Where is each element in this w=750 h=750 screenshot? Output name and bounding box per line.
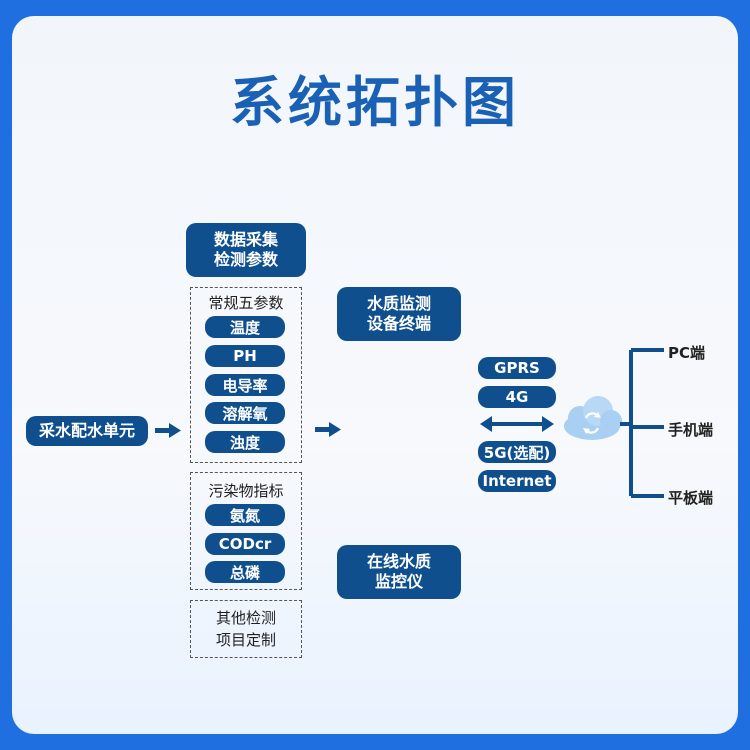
- param-item: 溶解氧: [205, 402, 285, 424]
- network-gprs: GPRS: [478, 357, 556, 379]
- param-item: 温度: [205, 316, 285, 338]
- diagram-panel: [12, 16, 738, 734]
- collection-box: 数据采集 检测参数: [186, 223, 306, 277]
- param-item: 浊度: [205, 431, 285, 453]
- network-4g: 4G: [478, 386, 556, 408]
- terminal-line2: 设备终端: [366, 314, 431, 333]
- arrow-right-icon: [315, 422, 341, 437]
- param-item: 电导率: [205, 374, 285, 396]
- input-unit-label: 采水配水单元: [38, 421, 135, 440]
- other-line1: 其他检测: [215, 609, 276, 627]
- pollutant-item: CODcr: [205, 533, 285, 555]
- conventional-group: [190, 287, 302, 463]
- collection-line1: 数据采集: [213, 230, 278, 249]
- other-line2: 项目定制: [215, 631, 276, 649]
- param-item: PH: [205, 345, 285, 367]
- network-5g: 5G(选配): [478, 441, 556, 463]
- monitor-box: 在线水质 监控仪: [337, 545, 461, 599]
- terminal-line1: 水质监测: [366, 294, 431, 313]
- double-arrow-icon: [480, 416, 554, 432]
- pollutants-group: [190, 472, 302, 590]
- other-group: [190, 600, 302, 658]
- endpoint-phone: 手机端: [668, 421, 714, 439]
- cloud-icon: [564, 396, 622, 440]
- conventional-title: 常规五参数: [208, 294, 284, 312]
- endpoint-bracket: [620, 348, 664, 498]
- endpoint-pc: PC端: [668, 344, 706, 362]
- page-title: 系统拓扑图: [230, 71, 520, 134]
- pollutant-item: 总磷: [205, 561, 285, 583]
- input-unit-box: 采水配水单元: [26, 416, 148, 446]
- endpoint-tablet: 平板端: [668, 489, 714, 507]
- collection-line2: 检测参数: [213, 250, 278, 269]
- monitor-line2: 监控仪: [374, 572, 423, 591]
- monitor-line1: 在线水质: [366, 552, 431, 571]
- pollutant-item: 氨氮: [205, 504, 285, 526]
- pollutants-title: 污染物指标: [208, 482, 284, 500]
- network-internet: Internet: [478, 470, 556, 492]
- terminal-box: 水质监测 设备终端: [337, 287, 461, 341]
- arrow-right-icon: [155, 423, 181, 438]
